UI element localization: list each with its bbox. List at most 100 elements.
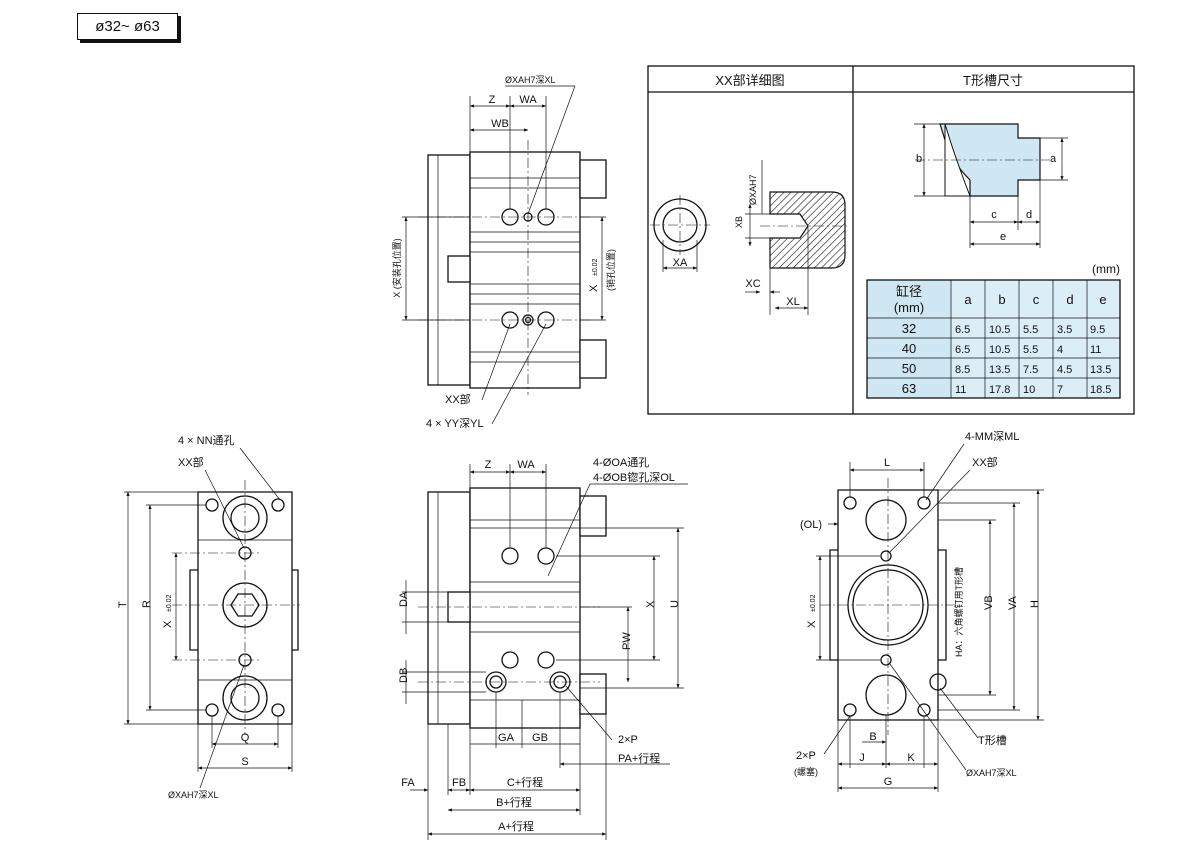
mid-x-label: X: [645, 600, 657, 608]
right-h-label: H: [1029, 600, 1041, 608]
right-xa-depth: ØXAH7深XL: [966, 768, 1017, 778]
top-xa-depth: ØXAH7深XL: [505, 75, 556, 85]
mid-z-label: Z: [485, 459, 492, 471]
table-cell: 10: [1023, 384, 1035, 396]
th-bore-2: (mm): [894, 300, 924, 315]
left-x-label: X: [162, 620, 174, 628]
right-j-label: J: [859, 752, 865, 764]
left-view: T R X ±0.02 Q S 4 × NN通孔 XX部 ØXAH7深XL: [117, 434, 300, 800]
table-bore-cell: 40: [902, 341, 916, 356]
mid-da-label: DA: [398, 591, 410, 607]
right-plug-label: (螺塞): [794, 766, 818, 777]
right-mm-label: 4-MM深ML: [965, 430, 1019, 443]
table-header-e: e: [1099, 292, 1106, 307]
mid-a-label: A+行程: [498, 820, 534, 833]
xah7-label: ØXAH7: [748, 174, 758, 205]
xx-circle-view: XA: [650, 195, 710, 272]
table-header-a: a: [964, 292, 972, 307]
mid-fb-label: FB: [452, 777, 466, 789]
t-a-label: a: [1050, 153, 1057, 165]
right-view: L 4-MM深ML XX部 (OL) X ±0.02 HA：六角螺钉用T形槽 V…: [794, 430, 1044, 792]
table-cell: 18.5: [1090, 384, 1111, 396]
table-bore-cell: 63: [902, 381, 916, 396]
table-bore-cell: 50: [902, 361, 916, 376]
top-view: Z WA WB ØXAH7深XL X (安装孔位置) X ±0.02 (销孔位置…: [391, 75, 616, 430]
table-cell: 4.5: [1057, 364, 1072, 376]
top-x-pin-note: (销孔位置): [605, 249, 616, 291]
top-z-label: Z: [489, 94, 496, 106]
th-bore-1: 缸径: [896, 284, 922, 299]
table-cell: 7.5: [1023, 364, 1038, 376]
top-x-pin-label: X: [588, 284, 600, 292]
mid-u-label: U: [669, 600, 681, 608]
top-x-mount-label: X (安装孔位置): [391, 238, 402, 298]
middle-view: Z WA 4-ØOA通孔 4-ØOB锪孔深OL DA DB X U: [398, 456, 688, 840]
right-va-label: VA: [1007, 595, 1019, 610]
mid-ga-label: GA: [498, 732, 515, 744]
top-wa-label: WA: [519, 94, 537, 106]
right-g-label: G: [884, 776, 893, 788]
xc-label: XC: [745, 278, 760, 290]
table-cell: 17.8: [989, 384, 1010, 396]
table-cell: 13.5: [1090, 364, 1111, 376]
table-cell: 10.5: [989, 324, 1010, 336]
right-ha-label: HA：六角螺钉用T形槽: [953, 567, 964, 657]
table-cell: 11: [955, 384, 966, 396]
mid-wa-label: WA: [517, 459, 535, 471]
top-x-tol: ±0.02: [592, 258, 599, 276]
xx-detail-title: XX部详细图: [715, 73, 784, 88]
mid-db-label: DB: [398, 668, 410, 683]
table-cell: 5.5: [1023, 344, 1038, 356]
t-slot-profile: b a c d e: [914, 123, 1068, 248]
mid-oa-label: 4-ØOA通孔: [593, 456, 649, 469]
top-xx-label: XX部: [445, 392, 471, 406]
table-bore-cell: 32: [902, 321, 916, 336]
right-tslot-label: T形槽: [978, 734, 1007, 747]
table-cell: 11: [1090, 344, 1101, 356]
right-ol-label: (OL): [800, 519, 822, 531]
t-c-label: c: [991, 209, 997, 221]
table-cell: 7: [1057, 384, 1063, 396]
t-b-label: b: [916, 153, 922, 165]
xx-section-view: XB ØXAH7 XL XC: [734, 160, 850, 315]
table-cell: 8.5: [955, 364, 970, 376]
right-xx-label: XX部: [972, 455, 998, 469]
xb-label: XB: [734, 216, 744, 228]
mid-pa-label: PA+行程: [618, 752, 660, 765]
right-l-label: L: [884, 457, 890, 469]
left-r-label: R: [141, 600, 153, 608]
mid-b-label: B+行程: [496, 796, 532, 809]
t-d-label: d: [1026, 209, 1032, 221]
left-x-tol: ±0.02: [166, 594, 173, 612]
left-q-label: Q: [241, 732, 250, 744]
units-label: (mm): [1092, 262, 1120, 276]
left-xa-depth: ØXAH7深XL: [168, 790, 219, 800]
table-cell: 9.5: [1090, 324, 1105, 336]
mid-c-label: C+行程: [507, 776, 543, 789]
table-cell: 5.5: [1023, 324, 1038, 336]
left-t-label: T: [117, 601, 129, 608]
right-p2-label: 2×P: [796, 750, 816, 762]
right-x-label: X: [806, 620, 818, 628]
xl-label: XL: [786, 296, 799, 308]
top-wb-label: WB: [491, 118, 509, 130]
table-header-c: c: [1033, 292, 1040, 307]
mid-p2-label: 2×P: [618, 734, 638, 746]
table-header-d: d: [1066, 292, 1073, 307]
table-cell: 4: [1057, 344, 1063, 356]
right-b-label: B: [869, 731, 876, 743]
table-cell: 6.5: [955, 344, 970, 356]
top-yy-label: 4 × YY深YL: [426, 417, 484, 430]
bore-range-text: ø32~ ø63: [95, 18, 160, 35]
table-cell: 13.5: [989, 364, 1010, 376]
table-cell: 10.5: [989, 344, 1010, 356]
mid-gb-label: GB: [532, 732, 548, 744]
bore-range-badge: ø32~ ø63: [77, 13, 178, 40]
t-slot-title: T形槽尺寸: [963, 73, 1023, 88]
right-x-tol: ±0.02: [810, 594, 817, 612]
right-k-label: K: [907, 752, 915, 764]
right-vb-label: VB: [983, 595, 995, 610]
